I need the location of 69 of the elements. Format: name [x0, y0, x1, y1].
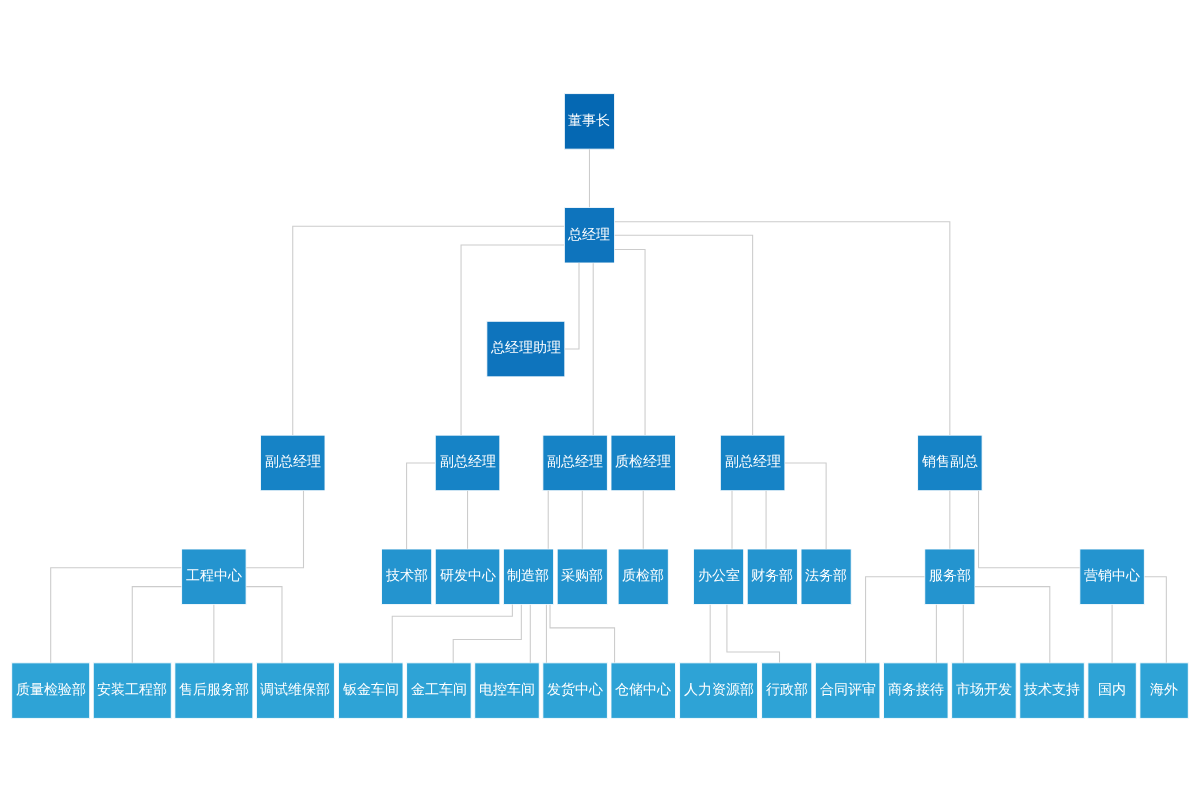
- node-box: 研发中心: [434, 548, 501, 605]
- connector: [614, 249, 646, 436]
- node-box: 质检部: [617, 548, 669, 605]
- node-box: 安装工程部: [92, 662, 172, 719]
- connector: [588, 148, 590, 208]
- connector: [784, 462, 827, 550]
- connector: [467, 490, 469, 550]
- connector: [592, 262, 594, 436]
- node-box: 行政部: [761, 662, 813, 719]
- node-box: 调试维保部: [256, 662, 335, 719]
- connector: [614, 221, 951, 436]
- node-box: 海外: [1139, 662, 1189, 719]
- node-box: 副总经理: [719, 434, 786, 492]
- node-box: 发货中心: [542, 662, 608, 719]
- connector: [245, 490, 305, 569]
- node-box: 办公室: [693, 548, 745, 605]
- node-box: 金工车间: [406, 662, 472, 719]
- node-box: 合同评审: [814, 662, 881, 719]
- node-box: 营销中心: [1079, 548, 1145, 605]
- node-box: 国内: [1087, 662, 1137, 719]
- connector: [709, 604, 711, 664]
- connector: [726, 604, 781, 664]
- node-box: 质量检验部: [11, 662, 91, 719]
- connector: [1111, 604, 1113, 664]
- node-box: 制造部: [502, 548, 555, 605]
- node-box: 法务部: [800, 548, 852, 605]
- connector: [549, 604, 616, 664]
- node-box: 质检经理: [610, 434, 676, 492]
- node-box: 服务部: [924, 548, 976, 605]
- connector: [131, 586, 182, 664]
- connector: [452, 604, 522, 664]
- connector: [245, 586, 283, 664]
- node-box: 采购部: [556, 548, 608, 605]
- node-box: 人力资源部: [679, 662, 758, 719]
- node-box: 工程中心: [181, 548, 247, 605]
- connector: [406, 462, 436, 550]
- node-box: 财务部: [746, 548, 798, 605]
- node-box: 电控车间: [474, 662, 540, 719]
- connector: [935, 604, 937, 664]
- connector: [614, 234, 754, 436]
- node-box: 钣金车间: [338, 662, 404, 719]
- connector: [581, 490, 583, 550]
- node-box: 销售副总: [917, 434, 983, 492]
- connector: [391, 604, 513, 664]
- node-box: 商务接待: [883, 662, 949, 719]
- node-box: 技术支持: [1019, 662, 1085, 719]
- connector: [865, 576, 926, 664]
- node-box: 副总经理: [542, 434, 608, 492]
- node-box: 董事长: [563, 93, 616, 150]
- node-box: 售后服务部: [174, 662, 254, 719]
- node-box: 副总经理: [260, 434, 326, 492]
- connector: [949, 490, 951, 550]
- node-box: 仓储中心: [610, 662, 676, 719]
- connector: [529, 604, 531, 664]
- connector: [962, 604, 964, 664]
- connector: [974, 586, 1051, 664]
- connector: [564, 262, 580, 350]
- node-box: 副总经理: [434, 434, 501, 492]
- connector: [50, 567, 182, 664]
- node-box: 总经理助理: [486, 320, 566, 378]
- node-box: 技术部: [381, 548, 433, 605]
- connector: [642, 490, 644, 550]
- connector: [978, 490, 1081, 569]
- connector: [547, 490, 549, 550]
- connector: [213, 604, 215, 664]
- connector: [1144, 576, 1167, 664]
- node-box: 市场开发: [951, 662, 1017, 719]
- connector: [545, 604, 547, 664]
- node-box: 总经理: [563, 207, 616, 264]
